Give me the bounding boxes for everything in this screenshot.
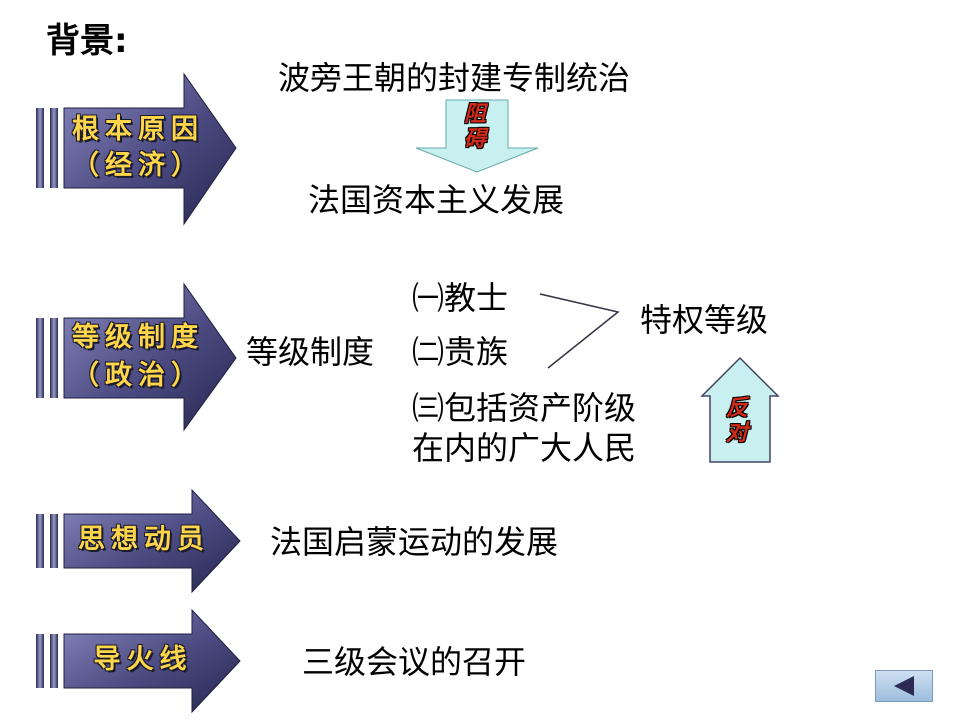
- up-arrow-shape: [700, 356, 780, 463]
- oppose-char-2: 对: [725, 421, 748, 447]
- privileged-estate-text: 特权等级: [640, 301, 769, 339]
- badge-trigger-shape: [36, 608, 241, 714]
- estate3-text-1: ㈢包括资产阶级: [412, 389, 637, 427]
- feudal-rule-text: 波旁王朝的封建专制统治: [278, 59, 631, 97]
- badge-trigger-label: 导火线: [93, 644, 193, 675]
- oppose-char-1: 反: [725, 396, 748, 421]
- estate1-text: ㈠教士: [412, 279, 509, 317]
- estate2-text: ㈡贵族: [412, 333, 509, 371]
- badge-economy-label-1: 根本原因: [72, 114, 204, 145]
- badge-politics-shape: [36, 282, 237, 432]
- back-triangle-icon: [894, 676, 914, 696]
- capitalism-text: 法国资本主义发展: [308, 181, 565, 219]
- badge-thought-label: 思想动员: [78, 524, 210, 555]
- down-arrow-shape: [415, 99, 539, 173]
- estate3-text-2: 在内的广大人民: [412, 429, 637, 467]
- badge-politics-label-1: 等级制度: [72, 322, 204, 353]
- enlightenment-text: 法国启蒙运动的发展: [270, 523, 559, 561]
- back-button[interactable]: [875, 670, 933, 702]
- page-title: 背景:: [46, 21, 128, 61]
- hinder-label: 阻 碍: [460, 102, 490, 153]
- oppose-label: 反 对: [722, 396, 752, 447]
- badge-thought-shape: [36, 488, 241, 594]
- bracket-lines: [539, 293, 620, 369]
- hinder-char-2: 碍: [463, 127, 486, 153]
- badge-politics-label-2: （政治）: [72, 360, 204, 391]
- badge-economy-label-2: （经济）: [72, 150, 204, 181]
- estates-general-text: 三级会议的召开: [302, 643, 527, 681]
- badge-economy-shape: [36, 72, 237, 226]
- estate-system-text: 等级制度: [246, 333, 375, 371]
- hinder-char-1: 阻: [463, 102, 486, 127]
